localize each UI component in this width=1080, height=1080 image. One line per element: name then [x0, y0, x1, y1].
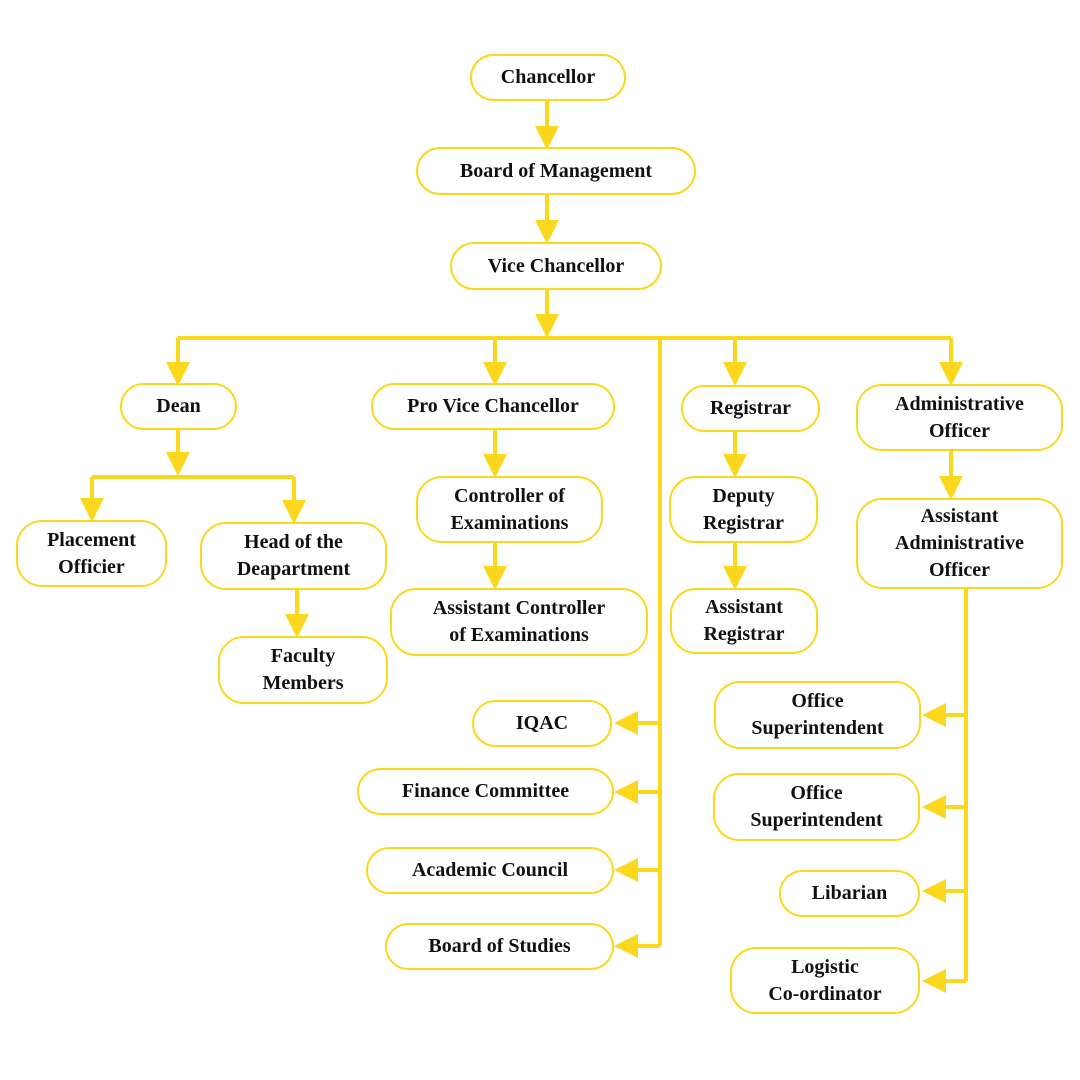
node-board-of-management: Board of Management [416, 147, 696, 195]
node-office-superintendent-2: Office Superintendent [713, 773, 920, 841]
node-deputy-registrar: Deputy Registrar [669, 476, 818, 543]
node-head-of-department: Head of the Deapartment [200, 522, 387, 590]
node-controller-of-examinations: Controller of Examinations [416, 476, 603, 543]
node-assistant-controller-of-examinations: Assistant Controller of Examinations [390, 588, 648, 656]
node-placement-officer: Placement Officier [16, 520, 167, 587]
node-registrar: Registrar [681, 385, 820, 432]
node-assistant-administrative-officer: Assistant Administrative Officer [856, 498, 1063, 589]
node-academic-council: Academic Council [366, 847, 614, 894]
node-vice-chancellor: Vice Chancellor [450, 242, 662, 290]
node-administrative-officer: Administrative Officer [856, 384, 1063, 451]
node-librarian: Libarian [779, 870, 920, 917]
node-finance-committee: Finance Committee [357, 768, 614, 815]
node-iqac: IQAC [472, 700, 612, 747]
node-board-of-studies: Board of Studies [385, 923, 614, 970]
node-chancellor: Chancellor [470, 54, 626, 101]
node-faculty-members: Faculty Members [218, 636, 388, 704]
node-office-superintendent-1: Office Superintendent [714, 681, 921, 749]
node-logistic-coordinator: Logistic Co-ordinator [730, 947, 920, 1014]
node-pro-vice-chancellor: Pro Vice Chancellor [371, 383, 615, 430]
node-dean: Dean [120, 383, 237, 430]
node-assistant-registrar: Assistant Registrar [670, 588, 818, 654]
